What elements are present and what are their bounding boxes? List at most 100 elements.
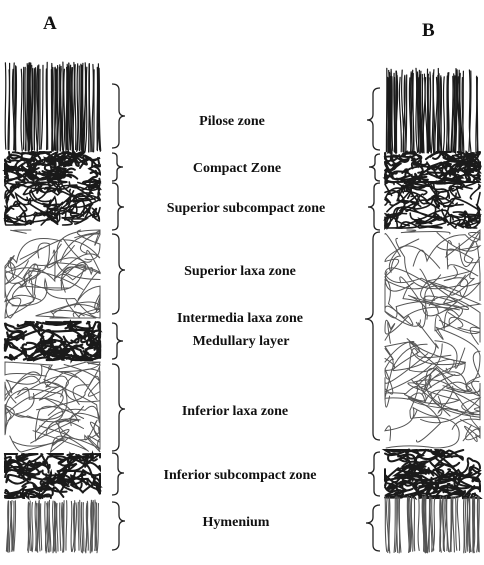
hypha-strand xyxy=(409,181,433,188)
hypha-strand xyxy=(385,416,460,449)
hypha-strand xyxy=(10,503,13,553)
hypha-strand xyxy=(476,75,479,153)
hypha-strand xyxy=(408,343,452,373)
hypha-strand xyxy=(409,155,422,170)
hypha-strand xyxy=(9,435,65,453)
hypha-strand xyxy=(16,199,49,218)
hypha-strand xyxy=(445,75,448,152)
hypha-strand xyxy=(427,161,443,170)
hypha-strand xyxy=(56,502,59,552)
hypha-strand xyxy=(12,500,15,551)
hypha-strand xyxy=(4,405,84,423)
column-a-superior-laxa-zone xyxy=(4,229,102,319)
hypha-strand xyxy=(395,237,461,290)
hypha-strand xyxy=(32,429,90,452)
hypha-strand xyxy=(93,69,95,153)
hypha-strand xyxy=(37,154,64,166)
hypha-strand xyxy=(4,184,16,200)
hypha-strand xyxy=(35,405,101,450)
hypha-strand xyxy=(442,382,481,406)
hypha-strand xyxy=(20,453,38,460)
hypha-strand xyxy=(4,371,41,404)
hypha-strand xyxy=(412,151,424,179)
hypha-strand xyxy=(69,478,84,490)
hypha-strand xyxy=(40,64,44,150)
hypha-strand xyxy=(80,331,98,344)
hypha-strand xyxy=(5,194,10,205)
brace-b-inferior-subcompact xyxy=(367,451,381,497)
hypha-strand xyxy=(39,503,43,551)
hypha-strand xyxy=(98,67,102,152)
panel-letter-a: A xyxy=(43,13,57,34)
hypha-strand xyxy=(450,499,453,553)
hypha-strand xyxy=(441,208,466,226)
hypha-strand xyxy=(384,321,396,344)
hypha-strand xyxy=(389,151,410,165)
hypha-strand xyxy=(384,468,400,482)
hypha-strand xyxy=(96,502,100,554)
hypha-strand xyxy=(53,288,101,315)
hypha-strand xyxy=(5,364,78,394)
hypha-strand xyxy=(44,167,72,179)
hypha-strand xyxy=(430,476,459,492)
hypha-strand xyxy=(3,459,23,472)
hypha-strand xyxy=(407,378,461,411)
hypha-strand xyxy=(384,168,409,180)
label-pilose-zone: Pilose zone xyxy=(199,114,265,129)
hypha-strand xyxy=(455,69,458,154)
column-a xyxy=(2,61,103,554)
hypha-strand xyxy=(443,465,482,478)
hypha-strand xyxy=(409,209,471,223)
hypha-strand xyxy=(92,157,101,168)
hypha-strand xyxy=(11,420,84,447)
hypha-strand xyxy=(464,496,468,553)
hypha-strand xyxy=(36,503,40,553)
hypha-strand xyxy=(4,153,13,164)
hypha-strand xyxy=(81,473,103,494)
hypha-strand xyxy=(80,64,83,151)
hypha-strand xyxy=(70,500,73,552)
hypha-strand xyxy=(408,496,411,551)
column-a-pilose-zone xyxy=(4,61,102,153)
hypha-strand xyxy=(461,70,464,155)
hypha-strand xyxy=(21,489,52,500)
hypha-strand xyxy=(27,501,31,552)
column-b-inferior-subcompact-zone xyxy=(381,448,483,500)
hypha-strand xyxy=(384,488,405,497)
hypha-strand xyxy=(62,320,82,330)
hypha-strand xyxy=(431,190,449,208)
hypha-strand xyxy=(31,68,34,151)
hypha-strand xyxy=(8,168,33,177)
hypha-strand xyxy=(398,448,411,463)
hypha-strand xyxy=(43,378,101,427)
hypha-strand xyxy=(429,71,432,153)
hypha-strand xyxy=(446,499,450,553)
brace-b-compact xyxy=(368,153,381,182)
hypha-strand xyxy=(90,501,93,551)
hypha-strand xyxy=(31,462,78,481)
hypha-strand xyxy=(96,67,99,151)
hypha-strand xyxy=(427,73,431,152)
hypha-strand xyxy=(34,405,85,442)
hypha-strand xyxy=(445,482,465,499)
brace-a-superior-laxa xyxy=(111,233,126,315)
hypha-strand xyxy=(62,68,66,152)
hypha-strand xyxy=(35,309,85,319)
hypha-strand xyxy=(441,496,446,553)
hypha-strand xyxy=(384,201,406,227)
hypha-strand xyxy=(423,499,426,553)
hypha-strand xyxy=(14,66,18,151)
hypha-strand xyxy=(3,330,28,351)
column-a-inferior-subcompact-zone xyxy=(3,450,103,501)
hypha-strand xyxy=(74,229,101,246)
hypha-strand xyxy=(98,366,101,438)
hypha-strand xyxy=(465,350,481,397)
hypha-strand xyxy=(28,62,32,151)
hypha-strand xyxy=(3,322,25,341)
hypha-strand xyxy=(66,319,78,332)
hypha-strand xyxy=(4,387,64,416)
hypha-strand xyxy=(384,233,441,274)
column-b-pilose-zone xyxy=(385,67,479,155)
hypha-strand xyxy=(403,181,429,189)
hypha-strand xyxy=(41,158,57,174)
